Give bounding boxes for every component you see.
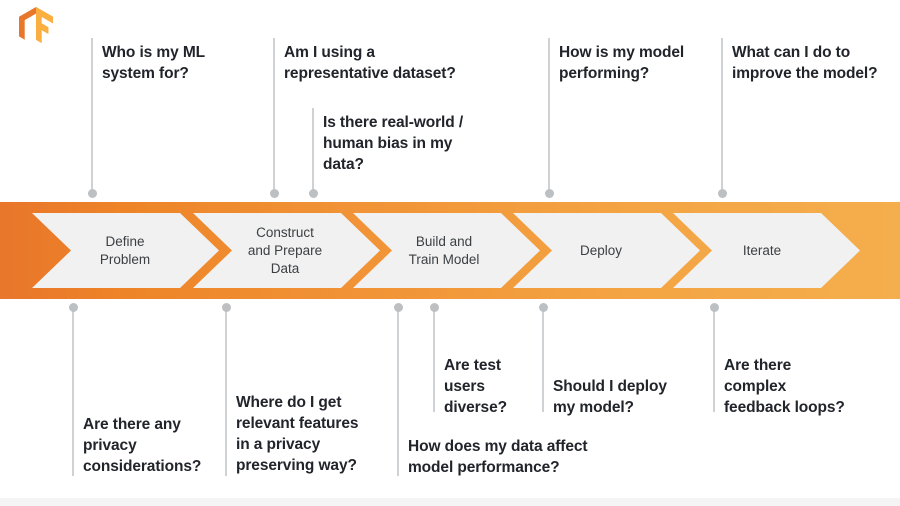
question-how-is-my-model-performing: How is my model performing? — [559, 44, 685, 82]
connector-line-are-test-users-diverse — [433, 307, 435, 412]
question-is-there-real-world-human-bias-in-my-data: Is there real-world / human bias in my d… — [323, 114, 464, 173]
question-where-do-i-get-relevant-features-in-a-privacy-preserving-way: Where do I get relevant features in a pr… — [236, 394, 359, 474]
connector-dot-are-test-users-diverse — [429, 303, 439, 312]
stage-label-define-problem[interactable]: Define Problem — [99, 234, 151, 267]
tensorflow-logo-icon — [19, 7, 53, 43]
connector-line-what-can-i-do-to-improve-the-model — [721, 38, 723, 194]
chevron-iterate — [673, 213, 860, 288]
connector-dot-are-there-any-privacy-considerations — [68, 303, 78, 312]
connector-line-who-is-my-ml-system-for — [91, 38, 93, 194]
question-are-test-users-diverse: Are test users diverse? — [444, 357, 507, 416]
connector-line-is-there-real-world-human-bias-in-my-data — [312, 108, 314, 194]
chevron-build-and-train-model — [353, 213, 540, 288]
stage-label-deploy[interactable]: Deploy — [579, 243, 623, 258]
connector-line-how-is-my-model-performing — [548, 38, 550, 194]
connector-dot-what-can-i-do-to-improve-the-model — [717, 189, 727, 198]
connector-dot-should-i-deploy-my-model — [538, 303, 548, 312]
chevron-deploy — [513, 213, 700, 288]
connector-line-are-there-complex-feedback-loops — [713, 307, 715, 412]
stage-label-build-and-train-model[interactable]: Build and Train Model — [408, 234, 480, 267]
connector-dot-am-i-using-a-representative-dataset — [269, 189, 279, 198]
connector-line-am-i-using-a-representative-dataset — [273, 38, 275, 194]
question-who-is-my-ml-system-for: Who is my ML system for? — [102, 44, 205, 82]
stage-label-iterate[interactable]: Iterate — [742, 243, 782, 258]
connector-dot-how-does-my-data-affect-model-performance — [393, 303, 403, 312]
connector-line-where-do-i-get-relevant-features-in-a-privacy-preserving-way — [225, 307, 227, 476]
question-are-there-any-privacy-considerations: Are there any privacy considerations? — [83, 416, 202, 475]
question-how-does-my-data-affect-model-performance: How does my data affect model performanc… — [408, 438, 588, 476]
bottom-strip — [0, 498, 900, 506]
chevron-define-problem — [32, 213, 219, 288]
connector-dot-who-is-my-ml-system-for — [87, 189, 97, 198]
question-should-i-deploy-my-model: Should I deploy my model? — [553, 378, 667, 416]
connector-dot-where-do-i-get-relevant-features-in-a-privacy-preserving-way — [221, 303, 231, 312]
connector-dot-are-there-complex-feedback-loops — [709, 303, 719, 312]
connector-dot-is-there-real-world-human-bias-in-my-data — [308, 189, 318, 198]
process-band: Define Problem Construct and Prepare Data… — [0, 202, 900, 299]
chevron-arrows — [32, 213, 860, 288]
chevron-construct-and-prepare-data — [193, 213, 380, 288]
question-what-can-i-do-to-improve-the-model: What can I do to improve the model? — [732, 44, 878, 82]
connector-line-should-i-deploy-my-model — [542, 307, 544, 412]
stage-label-construct-and-prepare-data[interactable]: Construct and Prepare Data — [247, 225, 323, 276]
connector-line-are-there-any-privacy-considerations — [72, 307, 74, 476]
question-am-i-using-a-representative-dataset: Am I using a representative dataset? — [284, 44, 456, 82]
connector-line-how-does-my-data-affect-model-performance — [397, 307, 399, 476]
connector-dot-how-is-my-model-performing — [544, 189, 554, 198]
question-are-there-complex-feedback-loops: Are there complex feedback loops? — [724, 357, 845, 416]
